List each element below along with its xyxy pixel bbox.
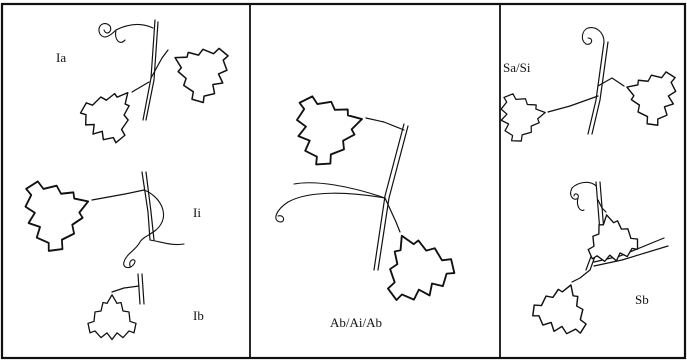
label-sb: Sb — [635, 292, 649, 307]
shoot-ii — [15, 166, 185, 269]
panel-left: Ia Ii Ib — [15, 19, 238, 341]
leaf-ii — [15, 166, 102, 258]
shoot-sb — [527, 181, 669, 342]
shoot-ib — [87, 273, 145, 341]
leaf-ib — [87, 294, 137, 341]
label-ia: Ia — [56, 50, 66, 65]
leaf-ia-upper — [160, 31, 238, 110]
label-ab-ai-ab: Ab/Ai/Ab — [330, 315, 382, 330]
leaf-sa-si-left — [496, 88, 551, 145]
shoot-sa-si — [496, 27, 684, 145]
leaf-sa-si-right — [616, 60, 684, 131]
shoot-ab-ai-ab — [275, 84, 463, 312]
label-sa-si: Sa/Si — [503, 60, 531, 75]
leaf-middle-upper — [288, 84, 372, 171]
shoot-ia — [73, 19, 238, 151]
label-ii: Ii — [193, 205, 201, 220]
panel-right: Sa/Si Sb — [496, 27, 684, 342]
label-ib: Ib — [193, 308, 204, 323]
panel-middle: Ab/Ai/Ab — [275, 84, 463, 330]
leaf-sb-lower — [527, 274, 598, 342]
leaf-ia-lower — [73, 75, 148, 151]
